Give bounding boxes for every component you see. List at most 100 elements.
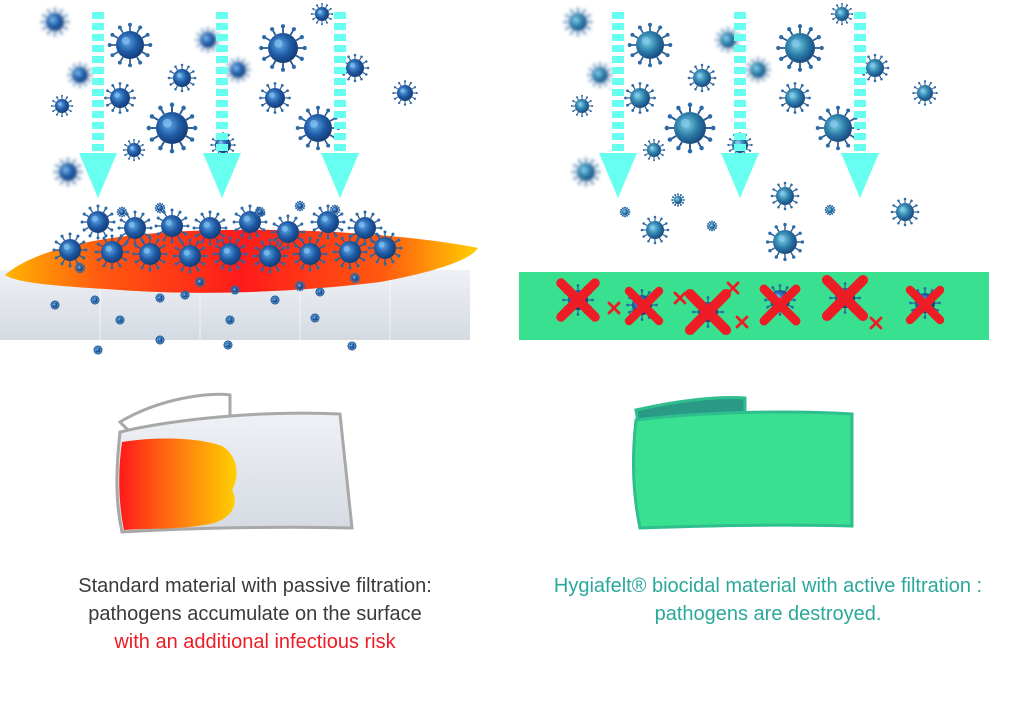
- virus-icon: [155, 335, 165, 345]
- down-arrow-icon: [203, 12, 241, 198]
- cross-icon: [607, 301, 621, 315]
- virus-icon: [254, 206, 266, 218]
- virus-icon: [115, 315, 125, 325]
- virus-icon: [349, 272, 361, 284]
- cross-icon: [726, 281, 740, 295]
- cross-icon: [821, 274, 869, 322]
- virus-icon: [770, 181, 800, 211]
- virus-icon: [67, 62, 93, 88]
- virus-icon: [212, 236, 248, 272]
- left-caption: Standard material with passive filtratio…: [0, 572, 510, 656]
- virus-icon: [180, 290, 190, 300]
- virus-icon: [830, 2, 854, 26]
- caption-line: Hygiafelt® biocidal material with active…: [553, 575, 983, 597]
- virus-icon: [310, 2, 334, 26]
- virus-icon: [172, 238, 208, 274]
- virus-icon: [252, 238, 288, 274]
- virus-icon: [776, 24, 824, 72]
- virus-icon: [347, 341, 357, 351]
- virus-icon: [132, 236, 168, 272]
- virus-icon: [332, 234, 368, 270]
- virus-icon: [225, 315, 235, 325]
- virus-icon: [642, 138, 666, 162]
- virus-icon: [107, 22, 153, 68]
- mask-icon: [631, 396, 854, 530]
- virus-icon: [912, 80, 938, 106]
- virus-icon: [74, 262, 86, 274]
- virus-icon: [706, 220, 718, 232]
- virus-icon: [104, 82, 136, 114]
- down-arrow-icon: [599, 12, 637, 198]
- virus-icon: [52, 232, 88, 268]
- virus-icon: [745, 57, 771, 83]
- virus-icon: [315, 287, 325, 297]
- left-panel: [0, 2, 478, 534]
- down-arrow-icon: [321, 12, 359, 198]
- virus-icon: [122, 138, 146, 162]
- virus-icon: [53, 157, 83, 187]
- cross-icon: [624, 286, 664, 326]
- virus-icon: [347, 210, 383, 246]
- virus-icon: [194, 276, 206, 288]
- virus-icon: [232, 204, 268, 240]
- virus-icon: [295, 105, 341, 151]
- virus-icon: [765, 222, 805, 262]
- virus-icon: [259, 82, 291, 114]
- caption-line: Standard material with passive filtratio…: [78, 575, 432, 597]
- virus-icon: [292, 236, 328, 272]
- cross-icon: [684, 288, 732, 336]
- virus-icon: [310, 313, 320, 323]
- virus-icon: [230, 285, 240, 295]
- risk-line: with an additional infectious risk: [114, 631, 396, 653]
- virus-icon: [90, 295, 100, 305]
- mask-icon: [115, 392, 354, 534]
- virus-icon: [154, 202, 166, 214]
- cross-icon: [556, 278, 600, 322]
- down-arrow-icon: [721, 12, 759, 198]
- down-arrow-icon: [79, 12, 117, 198]
- virus-icon: [116, 206, 128, 218]
- virus-icon: [146, 102, 198, 154]
- virus-icon: [392, 80, 418, 106]
- virus-icon: [40, 7, 70, 37]
- virus-icon: [225, 57, 251, 83]
- cross-icon: [759, 284, 801, 326]
- right-panel: [519, 2, 989, 530]
- virus-icon: [294, 200, 306, 212]
- virus-icon: [664, 102, 716, 154]
- airflow-arrows: [79, 12, 359, 198]
- virus-cluster: [40, 2, 418, 355]
- virus-icon: [627, 22, 673, 68]
- virus-icon: [192, 210, 228, 246]
- virus-icon: [154, 208, 190, 244]
- virus-icon: [270, 214, 306, 250]
- virus-icon: [93, 345, 103, 355]
- cross-icon: [735, 315, 749, 329]
- caption-line: pathogens accumulate on the surface: [88, 603, 422, 625]
- virus-icon: [367, 230, 403, 266]
- virus-icon: [270, 295, 280, 305]
- virus-icon: [563, 7, 593, 37]
- cross-icon: [905, 285, 945, 325]
- virus-icon: [687, 63, 717, 93]
- virus-icon: [571, 157, 601, 187]
- virus-icon: [155, 293, 165, 303]
- virus-icon: [167, 63, 197, 93]
- virus-icon: [619, 206, 631, 218]
- virus-icon: [671, 193, 685, 207]
- virus-cloud: [562, 2, 941, 328]
- caption-line: pathogens are destroyed.: [654, 603, 882, 625]
- right-caption: Hygiafelt® biocidal material with active…: [512, 572, 1024, 628]
- virus-icon: [329, 204, 341, 216]
- cross-icon: [673, 291, 687, 305]
- virus-icon: [50, 94, 74, 118]
- virus-icon: [50, 300, 60, 310]
- airflow-arrows: [599, 12, 879, 198]
- down-arrow-icon: [841, 12, 879, 198]
- cross-icon: [869, 316, 883, 330]
- virus-icon: [624, 82, 656, 114]
- virus-icon: [294, 280, 306, 292]
- virus-icon: [640, 215, 670, 245]
- virus-icon: [570, 94, 594, 118]
